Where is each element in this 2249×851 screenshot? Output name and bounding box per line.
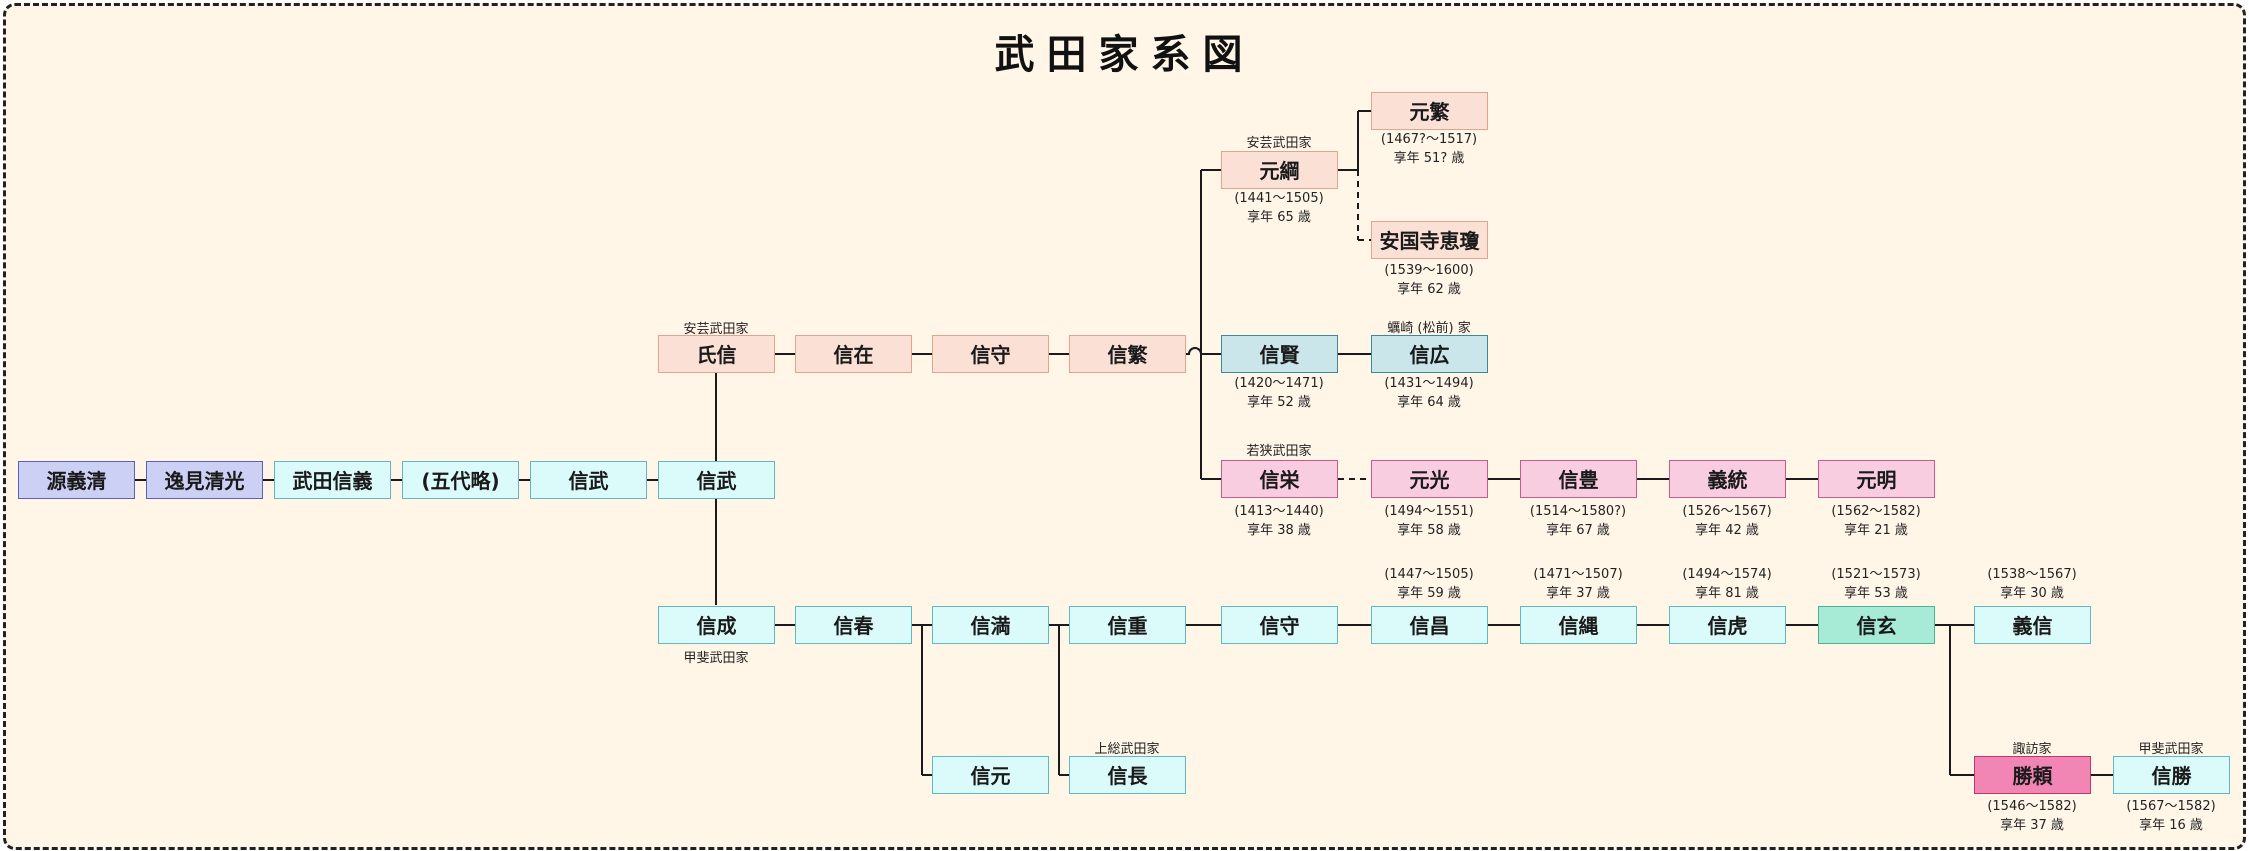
info-nobuhiro: (1431～1494) 享年 64 歳 <box>1384 374 1473 412</box>
node-ankokuji-ekei: 安国寺恵瓊 <box>1371 221 1488 259</box>
node-nobumitsu: 信満 <box>932 606 1049 644</box>
info-motomitsu: (1494～1551) 享年 58 歳 <box>1384 502 1473 540</box>
node-ujinobu: 氏信 <box>658 335 775 373</box>
node-motomitsu: 元光 <box>1371 460 1488 498</box>
info-nobutsuna: (1471～1507) 享年 37 歳 <box>1533 565 1622 603</box>
info-motomitsu-years: (1494～1551) <box>1384 504 1474 519</box>
info-motozuna-age: 享年 65 歳 <box>1247 210 1311 225</box>
info-nobutoyo-age: 享年 67 歳 <box>1546 523 1610 538</box>
info-yoshinobu: (1538～1567) 享年 30 歳 <box>1987 565 2076 603</box>
label-aki-takeda-ujinobu: 安芸武田家 <box>683 322 749 337</box>
label-kai-takeda-nobukatsu: 甲斐武田家 <box>2138 742 2204 757</box>
info-motozuna-years: (1441～1505) <box>1234 191 1324 206</box>
info-motomitsu-age: 享年 58 歳 <box>1397 523 1461 538</box>
info-nobutsuna-years: (1471～1507) <box>1533 567 1623 582</box>
info-ankokuji-ekei: (1539～1600) 享年 62 歳 <box>1384 261 1473 299</box>
node-nobuharu: 信春 <box>795 606 912 644</box>
label-kakizaki-matsumae: 蠣崎 (松前) 家 <box>1387 321 1471 336</box>
info-nobumasa-age: 享年 59 歳 <box>1397 586 1461 601</box>
node-katsuyori: 勝頼 <box>1974 756 2091 794</box>
label-aki-takeda-motozuna: 安芸武田家 <box>1246 136 1312 151</box>
info-yoshinobu-age: 享年 30 歳 <box>2000 586 2064 601</box>
node-nobutake-1: 信武 <box>530 461 647 499</box>
info-katsuyori-age: 享年 37 歳 <box>2000 818 2064 833</box>
label-kai-takeda-nobunari: 甲斐武田家 <box>683 651 749 666</box>
node-nobumoto: 信元 <box>932 756 1049 794</box>
info-nobukatsu: (1567～1582) 享年 16 歳 <box>2126 797 2215 835</box>
info-nobumasa: (1447～1505) 享年 59 歳 <box>1384 565 1473 603</box>
diagram-title: 武田家系図 <box>994 32 1255 78</box>
info-motoshige-age: 享年 51? 歳 <box>1393 151 1465 166</box>
info-nobutora-years: (1494～1574) <box>1682 567 1772 582</box>
node-shingen: 信玄 <box>1818 606 1935 644</box>
node-nobuhiro: 信広 <box>1371 335 1488 373</box>
node-nobukatsu: 信勝 <box>2113 756 2230 794</box>
node-nobumori-aki: 信守 <box>932 335 1049 373</box>
info-motoaki: (1562～1582) 享年 21 歳 <box>1831 502 1920 540</box>
node-nobumori: 信守 <box>1221 606 1338 644</box>
info-nobutora-age: 享年 81 歳 <box>1695 586 1759 601</box>
node-nobunari: 信成 <box>658 606 775 644</box>
info-ankokuji-ekei-years: (1539～1600) <box>1384 263 1474 278</box>
node-henmi-kiyomitsu: 逸見清光 <box>146 461 263 499</box>
node-nobunaga: 信長 <box>1069 756 1186 794</box>
node-nobukata: 信賢 <box>1221 335 1338 373</box>
info-shingen-years: (1521～1573) <box>1831 567 1921 582</box>
info-nobuhide-age: 享年 38 歳 <box>1247 523 1311 538</box>
label-suwa: 諏訪家 <box>2012 742 2052 757</box>
info-motoaki-age: 享年 21 歳 <box>1844 523 1908 538</box>
info-nobukata-age: 享年 52 歳 <box>1247 395 1311 410</box>
node-nobutsuna: 信縄 <box>1520 606 1637 644</box>
node-nobutoyo: 信豊 <box>1520 460 1637 498</box>
info-yoshizumi-age: 享年 42 歳 <box>1695 523 1759 538</box>
info-yoshizumi-years: (1526～1567) <box>1682 504 1772 519</box>
label-kazusa-takeda: 上総武田家 <box>1094 742 1160 757</box>
label-wakasa-takeda: 若狭武田家 <box>1246 444 1312 459</box>
info-ankokuji-ekei-age: 享年 62 歳 <box>1397 282 1461 297</box>
info-nobutoyo: (1514～1580?) 享年 67 歳 <box>1530 502 1626 540</box>
node-minamoto-yoshikiyo: 源義清 <box>18 461 135 499</box>
info-nobukata: (1420～1471) 享年 52 歳 <box>1234 374 1323 412</box>
info-yoshinobu-years: (1538～1567) <box>1987 567 2077 582</box>
info-motozuna: (1441～1505) 享年 65 歳 <box>1234 189 1323 227</box>
info-nobutoyo-years: (1514～1580?) <box>1529 504 1627 519</box>
info-nobuhide: (1413～1440) 享年 38 歳 <box>1234 502 1323 540</box>
node-nobushige: 信重 <box>1069 606 1186 644</box>
info-nobuhide-years: (1413～1440) <box>1234 504 1324 519</box>
diagram-frame <box>3 3 2246 850</box>
node-motoaki: 元明 <box>1818 460 1935 498</box>
node-nobumasa: 信昌 <box>1371 606 1488 644</box>
node-nobushige-aki: 信繁 <box>1069 335 1186 373</box>
info-nobuhiro-age: 享年 64 歳 <box>1397 395 1461 410</box>
node-motoshige: 元繁 <box>1371 92 1488 130</box>
info-shingen-age: 享年 53 歳 <box>1844 586 1908 601</box>
node-nobuari: 信在 <box>795 335 912 373</box>
info-nobutsuna-age: 享年 37 歳 <box>1546 586 1610 601</box>
node-takeda-nobuyoshi: 武田信義 <box>274 461 391 499</box>
node-yoshizumi: 義統 <box>1669 460 1786 498</box>
info-shingen: (1521～1573) 享年 53 歳 <box>1831 565 1920 603</box>
node-nobutora: 信虎 <box>1669 606 1786 644</box>
info-nobumasa-years: (1447～1505) <box>1384 567 1474 582</box>
info-nobukatsu-years: (1567～1582) <box>2126 799 2216 814</box>
info-yoshizumi: (1526～1567) 享年 42 歳 <box>1682 502 1771 540</box>
info-motoshige: (1467?～1517) 享年 51? 歳 <box>1381 130 1477 168</box>
info-nobukatsu-age: 享年 16 歳 <box>2139 818 2203 833</box>
info-nobukata-years: (1420～1471) <box>1234 376 1324 391</box>
node-nobuhide: 信栄 <box>1221 460 1338 498</box>
node-motozuna: 元綱 <box>1221 151 1338 189</box>
info-katsuyori: (1546～1582) 享年 37 歳 <box>1987 797 2076 835</box>
info-katsuyori-years: (1546～1582) <box>1987 799 2077 814</box>
node-yoshinobu: 義信 <box>1974 606 2091 644</box>
info-motoshige-years: (1467?～1517) <box>1380 132 1478 147</box>
info-nobuhiro-years: (1431～1494) <box>1384 376 1474 391</box>
node-nobutake-2: 信武 <box>658 461 775 499</box>
info-nobutora: (1494～1574) 享年 81 歳 <box>1682 565 1771 603</box>
info-motoaki-years: (1562～1582) <box>1831 504 1921 519</box>
node-godai-ryaku: (五代略) <box>402 461 519 499</box>
